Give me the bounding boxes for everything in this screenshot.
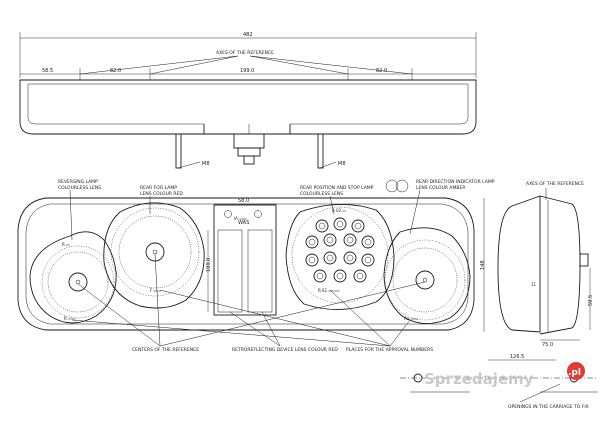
front-view: R ▭ R ▭▭ F ▭▭ WAS IA ▭▭ 58.0 100.0: [17, 179, 495, 353]
stop-lamp-approval-bottom: R-S1 ▭▭▭: [318, 288, 340, 293]
reversing-lamp: R ▭ R ▭▭: [29, 231, 117, 324]
watermark-text: Sprzedajemy: [424, 370, 534, 388]
fog-lamp-approval: F ▭▭: [150, 288, 161, 293]
reversing-lamp-approval: R ▭: [62, 242, 70, 247]
dim-center-width: 58.0: [238, 198, 249, 204]
bolt-right-label: M8: [338, 161, 346, 167]
reversing-lamp-label: REVERSING LAMP: [58, 179, 98, 185]
rear-fog-lamp: F ▭▭: [103, 202, 205, 309]
position-stop-lamp-lens-label: COLOURLESS LENS: [300, 191, 343, 197]
reversing-lamp-lens-label: COLOURLESS LENS: [58, 185, 101, 191]
bracket-depth-mark: 11: [531, 282, 537, 287]
was-mark: WAS: [238, 220, 249, 226]
stop-lamp-approval-top: R 02 ▭: [332, 208, 346, 213]
bolt-left-label: M8: [202, 161, 210, 167]
top-view: 482 AXES OF THE REFERENCE 58.5 82.0 199.…: [19, 32, 477, 169]
dim-left-offset: 58.5: [42, 68, 53, 74]
dim-total-height: 148: [480, 260, 486, 270]
side-view: 148 75.0 59.5 AXES OF THE REFERENCE 11: [480, 181, 594, 348]
centers-reference-label: CENTERS OF THE REFERENCE: [132, 347, 199, 353]
rear-fog-lamp-label: REAR FOG LAMP: [140, 185, 177, 191]
watermark: Sprzedajemy .pl: [424, 362, 585, 388]
position-stop-lamp-label: REAR POSITION AND STOP LAMP: [300, 185, 374, 191]
axes-reference-top-label: AXES OF THE REFERENCE: [216, 50, 274, 56]
dim-center-height: 100.0: [206, 258, 212, 272]
direction-indicator-lamp: Aa ▭▭: [383, 227, 471, 324]
direction-indicator-lens-label: LENS COLOUR AMBER: [416, 185, 465, 191]
reversing-lamp-approval-2: R ▭▭: [64, 316, 76, 321]
dim-seg-left: 82.0: [110, 68, 121, 74]
dim-overall-width: 482: [243, 32, 253, 38]
openings-label: OPENINGS IN THE CARRIAGE TO FIX: [508, 404, 589, 410]
rear-fog-lamp-lens-label: LENS COLOUR RED: [140, 191, 183, 197]
dim-bottom-small: 126.5: [510, 354, 524, 360]
retroreflecting-label: RETROREFLECTING DEVICE LENS COLOUR RED: [232, 347, 338, 353]
dim-seg-middle: 199.0: [240, 68, 254, 74]
dim-side-depth: 75.0: [542, 342, 553, 348]
retroreflector: WAS IA ▭▭ 58.0 100.0: [206, 198, 277, 316]
position-stop-lamp: R 02 ▭ R-S1 ▭▭▭: [285, 204, 395, 310]
direction-indicator-label: REAR DIRECTION INDICATOR LAMP: [416, 179, 495, 185]
dim-seg-right: 82.0: [376, 68, 387, 74]
dim-side-small: 59.5: [588, 295, 594, 306]
watermark-suffix: .pl: [568, 368, 581, 378]
watermark-badge: [567, 362, 585, 380]
approval-places-label: PLACES FOR THE APPROVAL NUMBERS: [346, 347, 433, 353]
axes-reference-side-label: AXES OF THE REFERENCE: [526, 181, 584, 187]
retro-approval: IA ▭▭: [234, 216, 247, 221]
indicator-approval: Aa ▭▭: [404, 316, 418, 321]
